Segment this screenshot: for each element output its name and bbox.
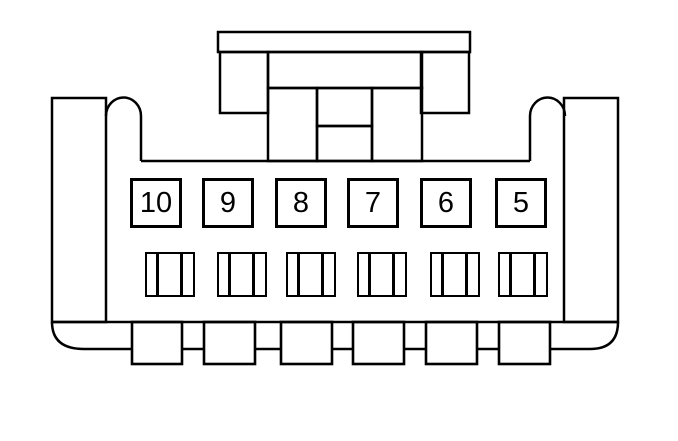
lock-tab-left-column bbox=[266, 86, 319, 163]
lock-tab-right-block bbox=[419, 50, 471, 115]
pin-label-6: 6 bbox=[437, 186, 455, 219]
right-wing bbox=[562, 96, 620, 324]
pin-box-5: 5 bbox=[495, 178, 547, 228]
lock-tab-middle-block bbox=[266, 50, 424, 90]
lock-tab-left-block bbox=[218, 50, 270, 115]
lock-tab-middle-lower-cell bbox=[315, 124, 374, 163]
lock-tab-right-column bbox=[370, 86, 424, 163]
mounting-tooth bbox=[497, 320, 552, 366]
pin-label-7: 7 bbox=[364, 186, 382, 219]
terminal-slot bbox=[357, 252, 407, 297]
pin-box-9: 9 bbox=[202, 178, 254, 228]
right-hump bbox=[528, 96, 567, 161]
lock-tab-middle-upper-cell bbox=[315, 86, 374, 128]
pin-box-8: 8 bbox=[275, 178, 327, 228]
mounting-tooth bbox=[202, 320, 257, 366]
mounting-teeth bbox=[130, 320, 552, 366]
terminal-slot bbox=[430, 252, 480, 297]
mounting-tooth bbox=[351, 320, 406, 366]
pin-label-5: 5 bbox=[512, 186, 530, 219]
bottom-right-corner bbox=[550, 321, 620, 351]
pin-label-9: 9 bbox=[219, 186, 237, 219]
mounting-tooth bbox=[130, 320, 184, 366]
pin-box-6: 6 bbox=[420, 178, 472, 228]
terminal-slot bbox=[498, 252, 548, 297]
terminal-slot bbox=[286, 252, 336, 297]
terminal-slot bbox=[145, 252, 195, 297]
lock-tab-top-bar bbox=[216, 30, 472, 54]
pin-box-10: 10 bbox=[130, 178, 182, 228]
left-hump bbox=[104, 96, 143, 161]
pin-box-7: 7 bbox=[347, 178, 399, 228]
pin-label-8: 8 bbox=[292, 186, 310, 219]
bottom-left-corner bbox=[50, 321, 132, 351]
left-wing bbox=[50, 96, 108, 324]
mounting-tooth bbox=[424, 320, 479, 366]
terminal-slot bbox=[217, 252, 267, 297]
mounting-tooth bbox=[279, 320, 334, 366]
lock-tab bbox=[216, 30, 472, 163]
pin-label-10: 10 bbox=[139, 186, 173, 219]
